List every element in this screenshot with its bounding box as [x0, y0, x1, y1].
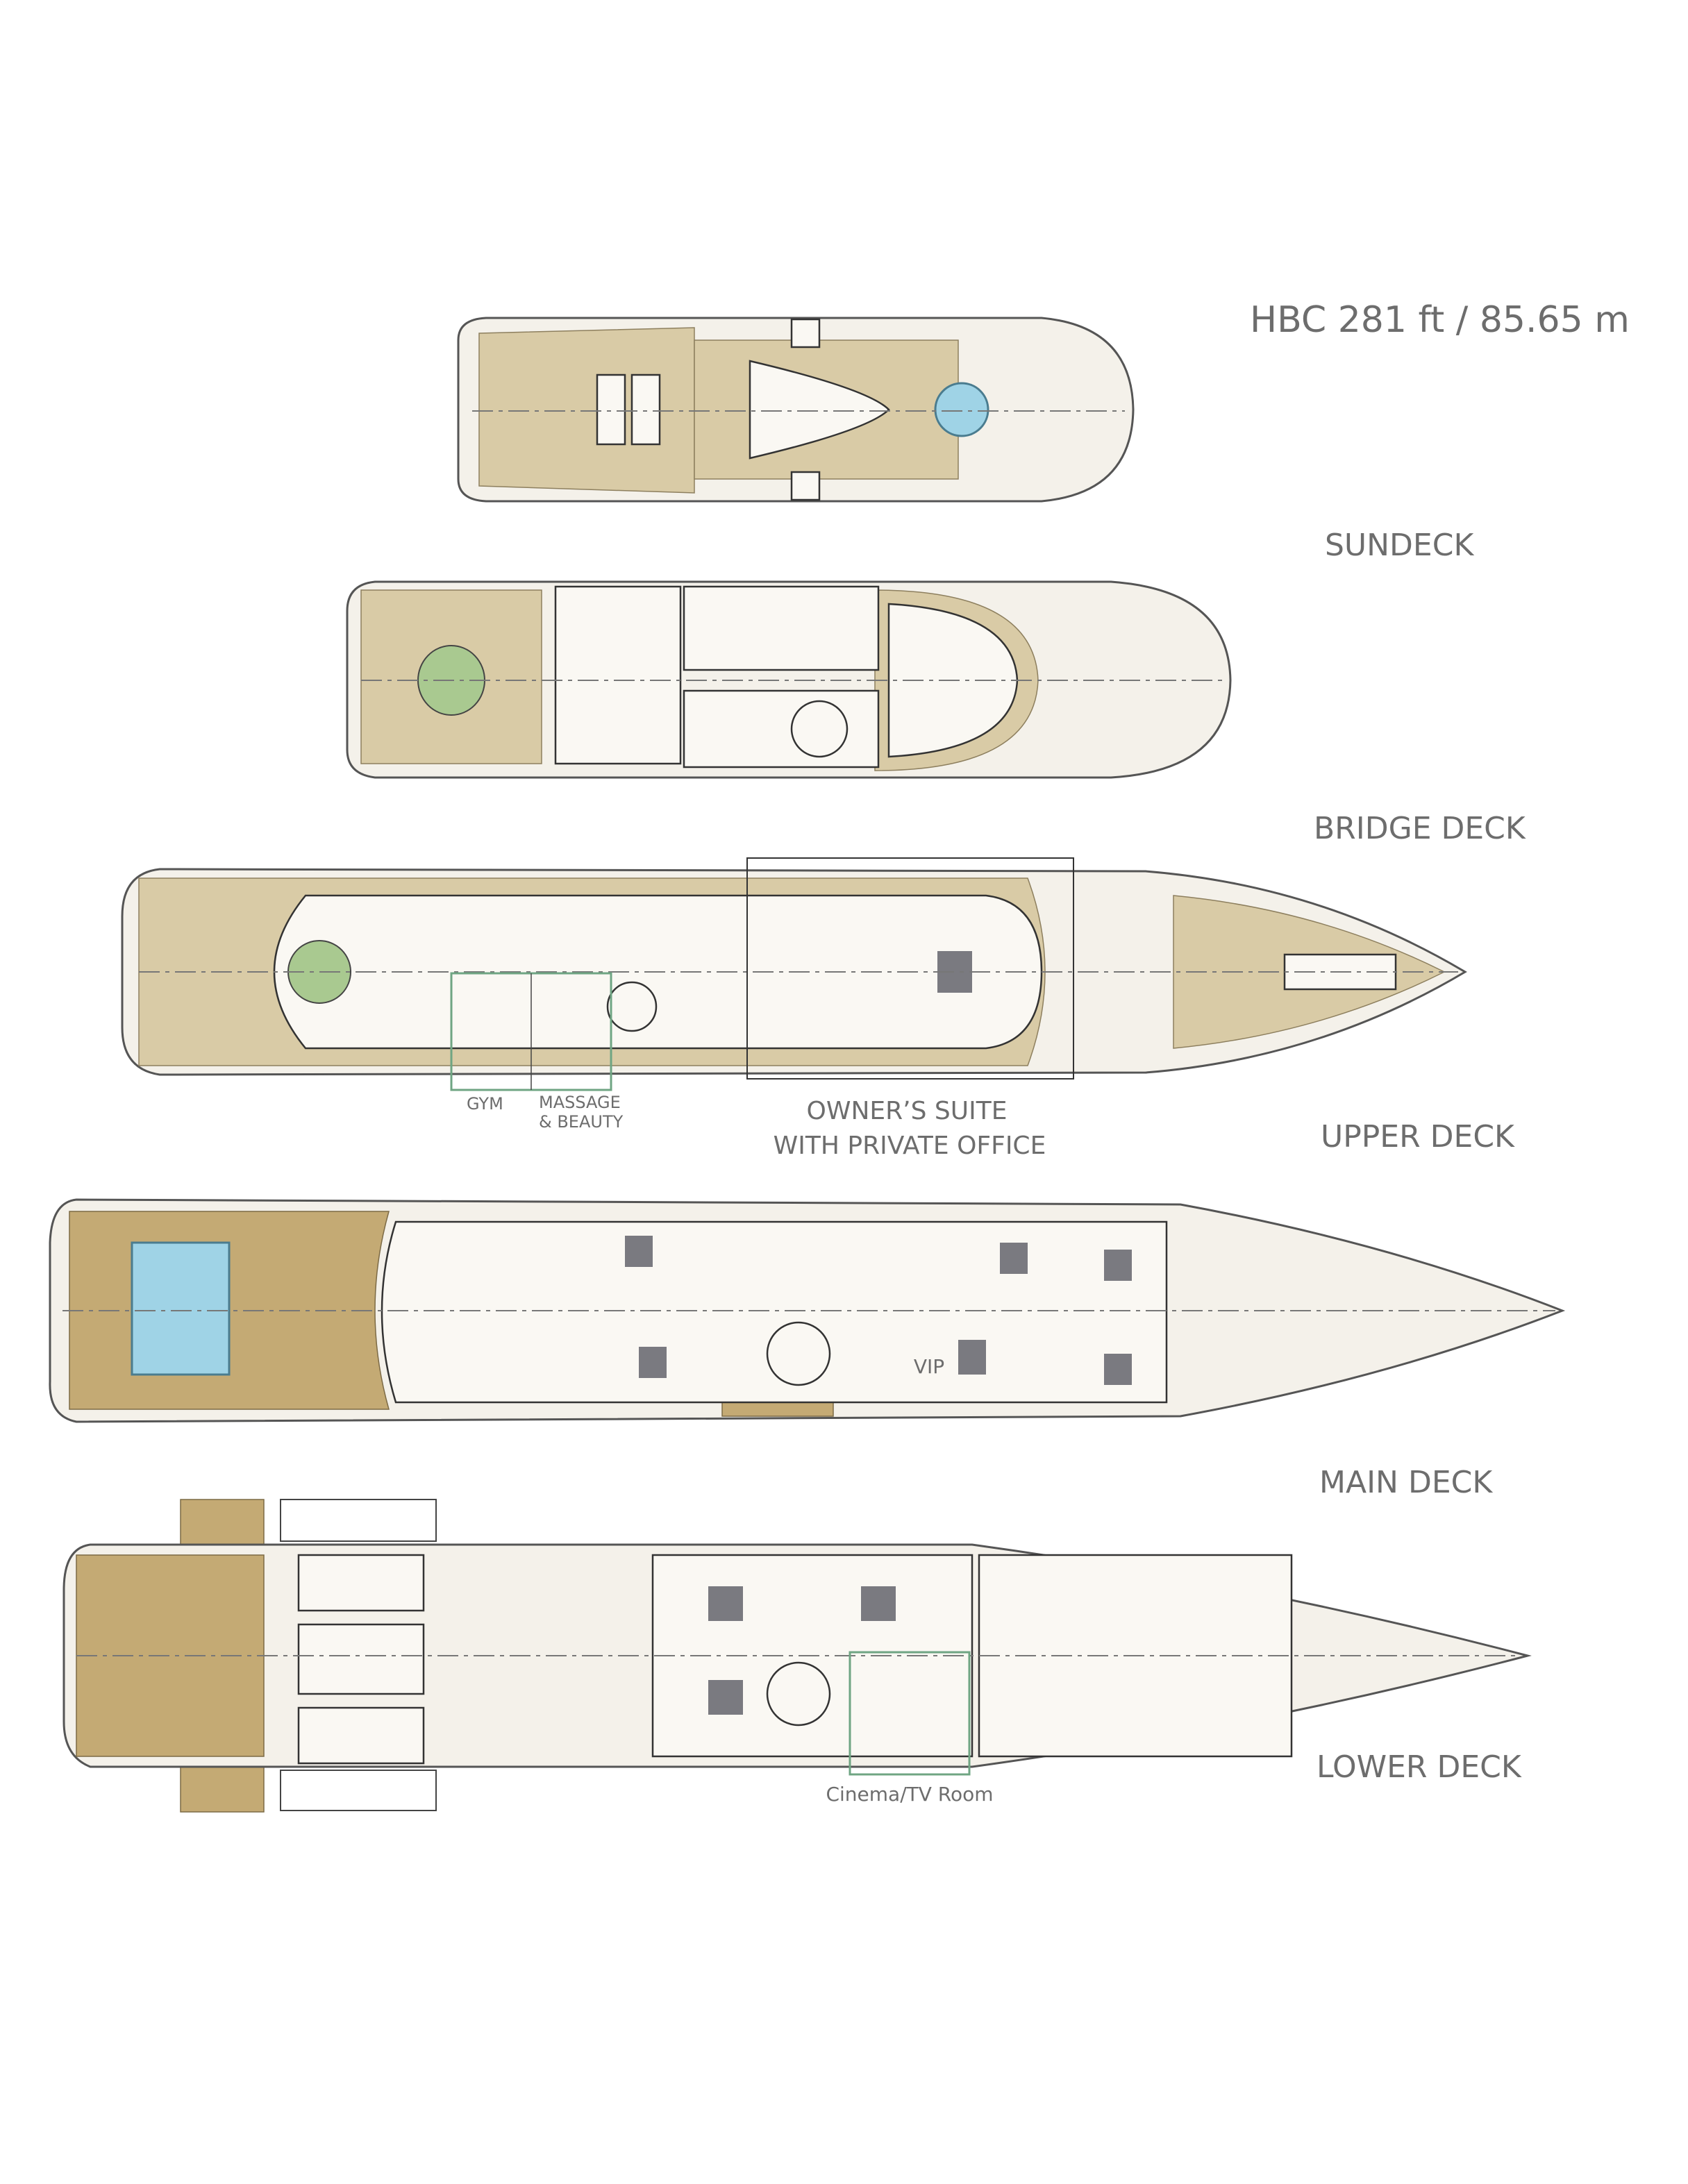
owners-suite-label-line1: OWNER’S SUITE	[807, 1097, 1008, 1125]
vessel-title: HBC 281 ft / 85.65 m	[1250, 299, 1630, 341]
deck-label-lower: LOWER DECK	[1317, 1749, 1522, 1785]
cinema-label: Cinema/TV Room	[826, 1783, 993, 1806]
cinema-highlight-box	[849, 1651, 971, 1776]
massage-label-line1: MASSAGE	[539, 1093, 621, 1112]
deck-label-upper: UPPER DECK	[1321, 1119, 1515, 1154]
bridge-deck-plan	[346, 580, 1232, 779]
pool	[131, 1241, 231, 1376]
sundeck-plan	[457, 317, 1135, 503]
owners-suite-label-line2: WITH PRIVATE OFFICE	[774, 1132, 1046, 1160]
vip-label: VIP	[914, 1355, 944, 1378]
lower-deck-plan	[62, 1499, 1532, 1813]
gym-label: GYM	[467, 1094, 503, 1114]
main-deck-plan	[49, 1198, 1566, 1423]
owners-suite-highlight-box	[746, 857, 1074, 1080]
upper-deck-plan	[121, 857, 1467, 1091]
deck-label-bridge: BRIDGE DECK	[1314, 811, 1526, 846]
massage-label-line2: & BEAUTY	[539, 1112, 624, 1132]
deck-label-sundeck: SUNDECK	[1325, 528, 1474, 563]
deck-label-main: MAIN DECK	[1319, 1465, 1493, 1500]
jacuzzi	[934, 382, 989, 437]
